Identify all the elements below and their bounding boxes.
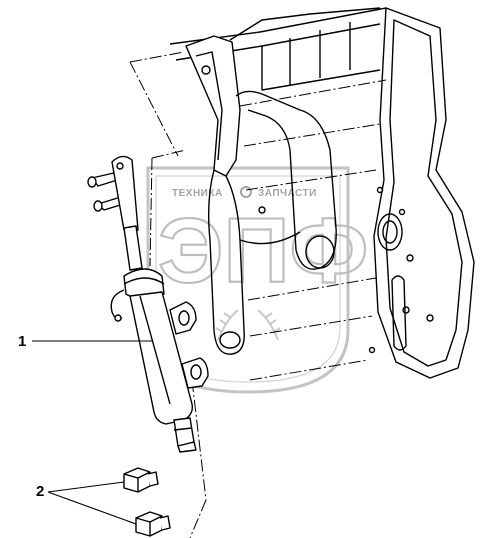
- frame-bracket: [169, 7, 475, 379]
- nut-lower: [135, 511, 171, 537]
- gear-icon: [240, 186, 252, 198]
- callout-1-label: 1: [18, 333, 26, 350]
- phantom-frame: [129, 51, 387, 538]
- watermark-left-text: ТЕХНИКА: [172, 188, 223, 199]
- watermark: ТЕХНИКА ЗАПЧАСТИ ЭПФ: [146, 166, 369, 394]
- callout-2-label: 2: [36, 483, 44, 500]
- wheat-icon: [215, 309, 281, 341]
- cylinder-assembly: [87, 155, 209, 453]
- callout-1: 1: [18, 333, 152, 350]
- callout-2: 2: [36, 481, 137, 525]
- nut-upper: [123, 467, 159, 493]
- watermark-big-text: ЭПФ: [158, 200, 368, 302]
- watermark-right-text: ЗАПЧАСТИ: [258, 188, 317, 199]
- support-tube: [185, 35, 337, 355]
